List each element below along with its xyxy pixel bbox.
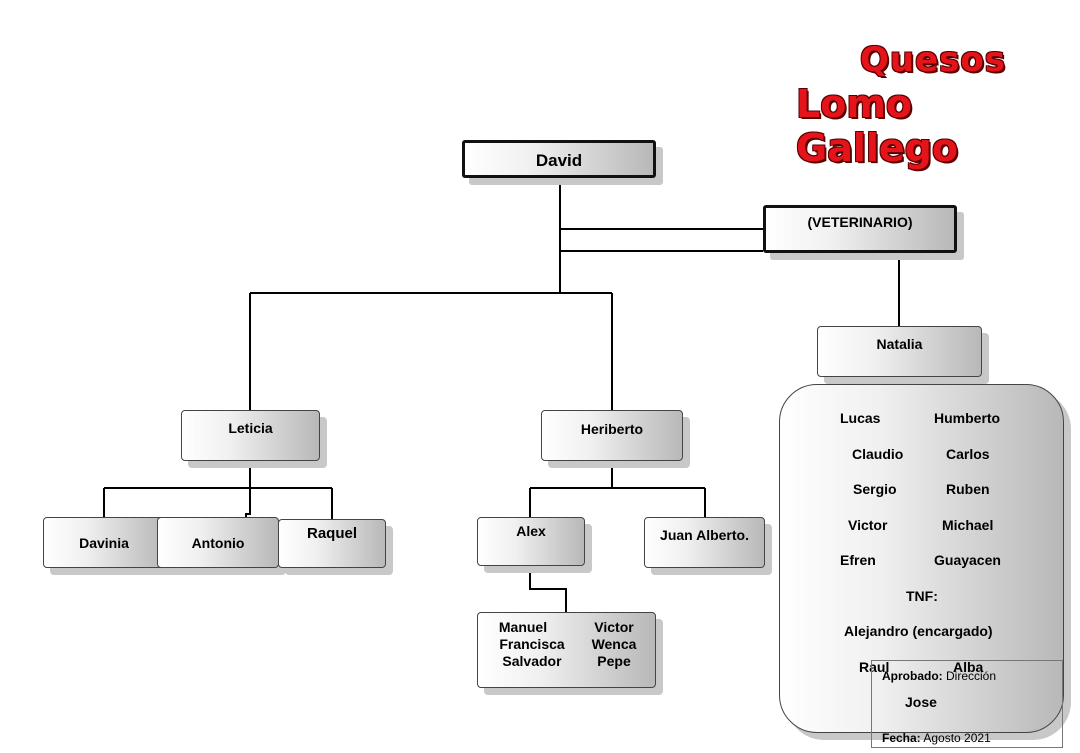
team-member: Victor	[848, 517, 888, 533]
approved-label: Aprobado:	[882, 669, 943, 683]
node-natalia: Natalia	[817, 326, 982, 377]
company-logo: Quesos Lomo Gallego	[792, 40, 1052, 170]
team-member: Victor	[594, 619, 634, 635]
team-member: Sergio	[853, 481, 897, 497]
date-label: Fecha:	[882, 731, 921, 745]
node-label: Antonio	[191, 535, 245, 551]
node-label: Raquel	[306, 525, 357, 542]
node-label: Alex	[516, 523, 546, 539]
node-raquel: Raquel	[278, 519, 386, 568]
team-label-tnf: TNF:	[906, 588, 938, 604]
team-member: Pepe	[597, 653, 631, 669]
node-label: David	[535, 151, 583, 170]
team-member: Francisca	[499, 636, 565, 652]
node-heriberto: Heriberto	[541, 410, 683, 461]
team-member: Ruben	[946, 481, 990, 497]
team-member: Lucas	[840, 410, 881, 426]
team-member: Guayacen	[934, 552, 1001, 568]
team-member: Salvador	[502, 653, 562, 669]
node-natalia-team	[779, 384, 1064, 733]
node-juan-alberto: Juan Alberto.	[644, 517, 765, 568]
node-label: Juan Alberto.	[660, 527, 749, 543]
node-label: (VETERINARIO)	[807, 214, 913, 230]
team-member: Alejandro (encargado)	[844, 623, 993, 639]
node-alex-team: Manuel Francisca Salvador Victor Wenca P…	[477, 612, 656, 688]
team-member: Humberto	[934, 410, 1001, 426]
logo-line-1: Quesos	[860, 40, 1007, 80]
node-label: Davinia	[79, 535, 129, 551]
team-member: Jose	[905, 694, 937, 710]
node-leticia: Leticia	[181, 410, 320, 461]
node-david: David	[462, 140, 656, 178]
team-member: Wenca	[591, 636, 637, 652]
node-label: Heriberto	[580, 421, 644, 437]
team-member: Carlos	[946, 446, 990, 462]
team-member: Michael	[942, 517, 994, 533]
node-label: Natalia	[876, 336, 923, 352]
node-davinia: Davinia	[43, 517, 165, 568]
logo-line-2: Lomo Gallego	[796, 82, 958, 170]
node-veterinario: (VETERINARIO)	[763, 205, 957, 253]
date-value: Agosto 2021	[923, 731, 991, 745]
node-antonio: Antonio	[157, 517, 279, 568]
team-member: Alba	[953, 659, 984, 675]
team-member: Raul	[859, 659, 890, 675]
node-label: Leticia	[228, 420, 273, 436]
team-member: Efren	[840, 552, 876, 568]
approval-block: Aprobado: Dirección Fecha: Agosto 2021	[871, 660, 1063, 748]
team-member: Manuel	[498, 619, 548, 635]
node-alex: Alex	[477, 517, 585, 566]
approved-value: Dirección	[946, 669, 997, 683]
team-member: Claudio	[852, 446, 904, 462]
